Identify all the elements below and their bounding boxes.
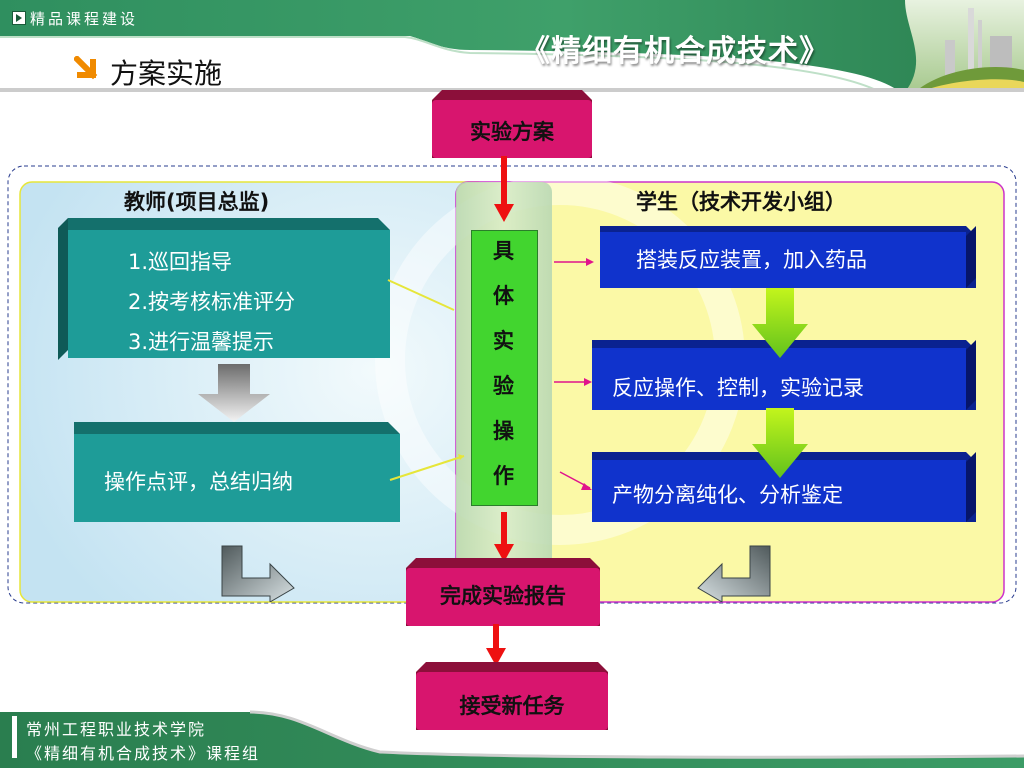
teacher-tasks-box: [58, 218, 390, 360]
operation-char: 体: [493, 284, 514, 308]
student-step-label: 搭装反应装置，加入药品: [636, 248, 867, 272]
operation-char: 操: [493, 419, 514, 443]
student-step-box: [600, 226, 976, 288]
teacher-review-box: [74, 422, 400, 522]
teacher-task-item: 1.巡回指导: [128, 250, 233, 274]
operation-box: [471, 230, 538, 506]
new-task-label: 接受新任务: [459, 694, 565, 718]
operation-char: 验: [493, 374, 514, 398]
report-box: [406, 558, 600, 626]
teacher-tasks-list: 1.巡回指导 2.按考核标准评分 3.进行温馨提示: [128, 242, 295, 362]
bent-arrow-right: [221, 545, 295, 602]
plan-box: [432, 90, 592, 158]
teacher-task-item: 3.进行温馨提示: [128, 330, 275, 354]
report-label: 完成实验报告: [440, 584, 566, 608]
operation-char: 实: [493, 329, 514, 353]
green-down-arrow: [752, 288, 808, 358]
teacher-task-item: 2.按考核标准评分: [128, 290, 296, 314]
teacher-connectors: [387, 279, 465, 481]
new-task-box: [416, 662, 608, 730]
arrow-icon: [74, 56, 98, 80]
course-title: 《精细有机合成技术》: [520, 34, 830, 69]
footer-line-1: 常州工程职业技术学院: [26, 720, 207, 739]
student-step-label: 反应操作、控制，实验记录: [612, 376, 864, 400]
operation-char: 作: [493, 464, 514, 488]
teacher-label: 教师(项目总监): [124, 190, 270, 214]
green-down-arrow: [752, 408, 808, 478]
header-banner: [0, 0, 1024, 92]
section-title: 方案实施: [110, 57, 223, 90]
footer-banner: [0, 710, 1024, 768]
header-top-label: 精品课程建设: [30, 10, 139, 28]
plan-label: 实验方案: [470, 120, 554, 144]
student-step-box: [592, 340, 976, 410]
arrow-operation-to-report: [494, 512, 514, 562]
teacher-review-label: 操作点评，总结归纳: [104, 470, 293, 494]
footer-marker: [12, 716, 17, 758]
operation-char: 具: [493, 239, 514, 263]
grey-down-arrow: [198, 364, 270, 422]
factory-image: [905, 0, 1024, 92]
play-icon: [12, 11, 26, 25]
bent-arrow-left: [697, 545, 771, 602]
step-connectors: [554, 258, 594, 490]
operation-label: 具 体 实 验 操 作: [471, 229, 536, 499]
student-step-label: 产物分离纯化、分析鉴定: [612, 483, 843, 507]
arrow-plan-to-operation: [494, 156, 514, 222]
arrow-report-to-new-task: [486, 624, 506, 666]
footer-line-2: 《精细有机合成技术》课程组: [26, 744, 261, 763]
student-label: 学生（技术开发小组）: [636, 190, 846, 214]
